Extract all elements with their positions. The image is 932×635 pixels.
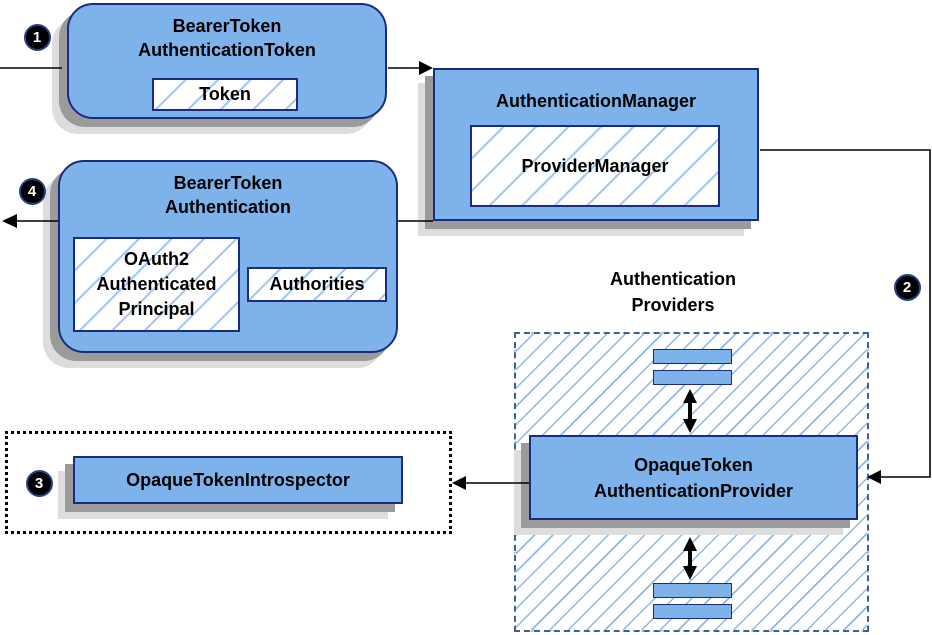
other-provider-bar [653,370,732,385]
arrow-token-to-manager [388,61,433,75]
step-1-badge: 1 [23,23,51,51]
bearer-token-authentication-token-title: BearerToken AuthenticationToken [138,16,316,60]
node-opaque-token-introspector: OpaqueTokenIntrospector [73,456,403,504]
node-bearer-token-authentication-token: BearerToken AuthenticationToken Token [67,3,387,119]
introspector-container: OpaqueTokenIntrospector [5,431,452,534]
step-2-badge: 2 [893,273,921,301]
oauth2-authenticated-principal-box: OAuth2 Authenticated Principal [73,237,240,332]
authentication-providers-container: OpaqueToken AuthenticationProvider [514,332,869,632]
opaque-token-authentication-provider-title: OpaqueToken AuthenticationProvider [593,454,794,501]
step-4-badge: 4 [18,177,46,205]
other-provider-bar [653,349,732,364]
authentication-manager-title: AuthenticationManager [495,91,696,111]
token-box: Token [152,78,298,111]
provider-manager-box: ProviderManager [470,125,720,207]
bearer-token-authentication-title: BearerToken Authentication [165,173,291,217]
node-opaque-token-authentication-provider: OpaqueToken AuthenticationProvider [529,435,858,520]
node-authentication-manager: AuthenticationManager ProviderManager [433,68,759,221]
authentication-providers-label: Authentication Providers [610,269,736,315]
other-provider-bar [653,583,732,598]
step-3-badge: 3 [25,469,53,497]
authorities-box: Authorities [247,267,387,302]
node-bearer-token-authentication: BearerToken Authentication OAuth2 Authen… [58,160,398,353]
arrow-authentication-out [2,214,58,228]
other-provider-bar [653,604,732,619]
opaque-token-introspector-title: OpaqueTokenIntrospector [126,470,350,490]
